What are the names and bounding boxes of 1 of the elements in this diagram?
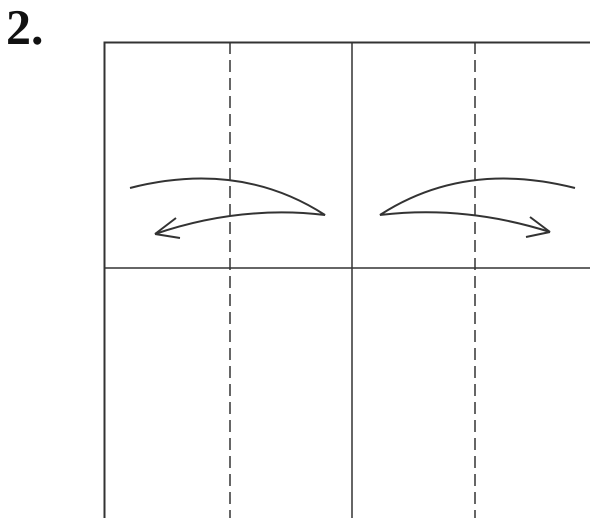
- step-number: 2.: [6, 2, 44, 52]
